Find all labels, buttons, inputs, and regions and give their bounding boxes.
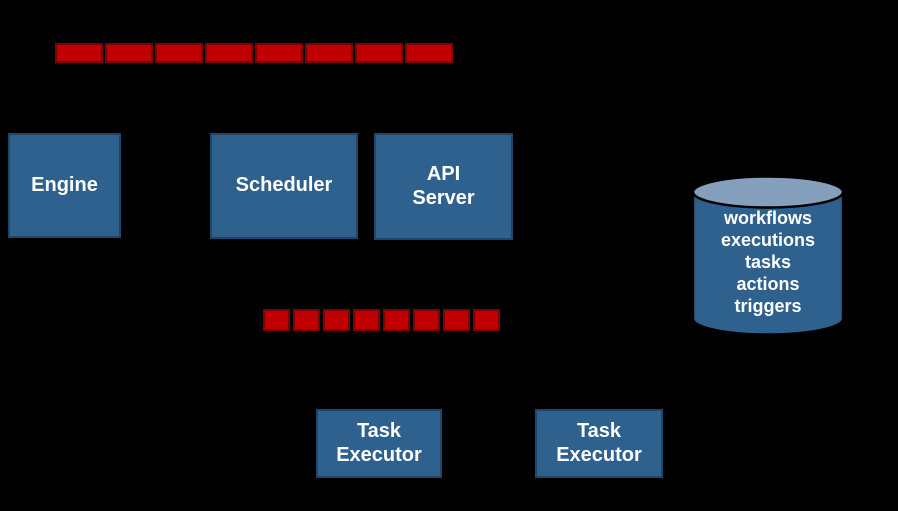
datastore-item-label: workflows xyxy=(723,208,812,228)
queue-segment xyxy=(155,43,203,63)
datastore-item-label: actions xyxy=(736,274,800,294)
engine-node: Engine xyxy=(8,133,121,238)
queue-segment xyxy=(323,309,350,331)
queue-segment xyxy=(205,43,253,63)
queue-segment xyxy=(473,309,500,331)
middle-message-queue xyxy=(263,309,503,331)
datastore-item-label: triggers xyxy=(734,296,802,316)
cylinder-top xyxy=(691,175,845,209)
queue-segment xyxy=(353,309,380,331)
queue-segment xyxy=(105,43,153,63)
queue-segment xyxy=(293,309,320,331)
queue-segment xyxy=(255,43,303,63)
queue-segment xyxy=(263,309,290,331)
datastore-item-label: tasks xyxy=(744,252,792,272)
queue-segment xyxy=(355,43,403,63)
task-executor-node-1: Task Executor xyxy=(316,409,442,478)
datastore-item-label: executions xyxy=(720,230,816,250)
queue-segment xyxy=(405,43,453,63)
datastore-cylinder-icon xyxy=(691,175,845,336)
top-message-queue xyxy=(55,43,455,63)
queue-segment xyxy=(413,309,440,331)
api-server-node: API Server xyxy=(374,133,513,240)
task-executor-node-2: Task Executor xyxy=(535,409,663,478)
queue-segment xyxy=(443,309,470,331)
cylinder-body xyxy=(691,190,845,336)
scheduler-node: Scheduler xyxy=(210,133,358,239)
queue-segment xyxy=(55,43,103,63)
queue-segment xyxy=(383,309,410,331)
queue-segment xyxy=(305,43,353,63)
